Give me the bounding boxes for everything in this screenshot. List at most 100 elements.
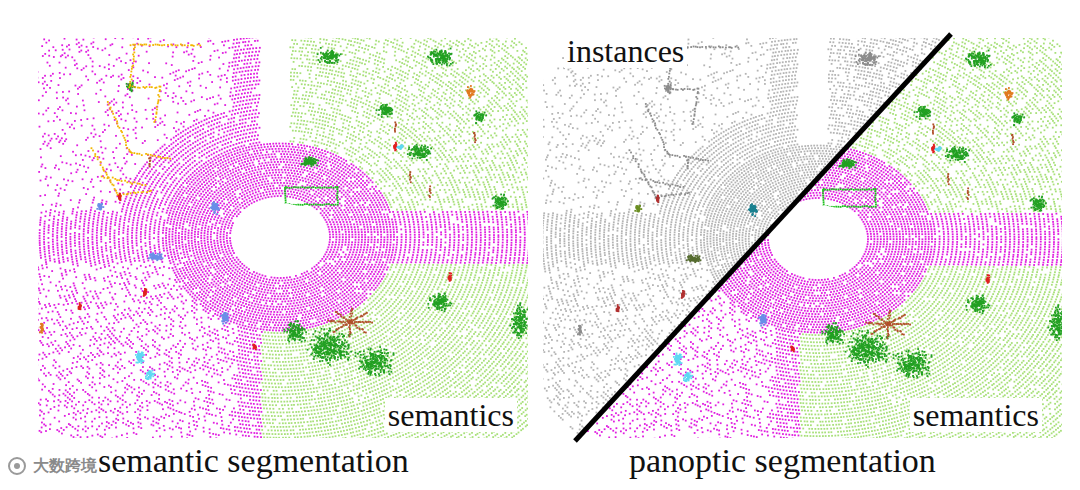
lidar-point	[333, 272, 335, 274]
lidar-point	[351, 234, 353, 236]
lidar-point	[300, 276, 302, 278]
lidar-point	[335, 207, 337, 209]
lidar-point	[334, 261, 336, 263]
lidar-point	[207, 268, 209, 270]
lidar-point	[234, 296, 236, 298]
lidar-point	[325, 258, 327, 260]
lidar-point	[252, 308, 254, 310]
lidar-point	[232, 178, 234, 180]
lidar-point	[295, 176, 297, 178]
lidar-point	[268, 196, 270, 198]
lidar-point	[222, 251, 224, 253]
lidar-point	[335, 177, 337, 179]
lidar-point	[363, 266, 365, 268]
lidar-point	[213, 218, 215, 220]
lidar-point	[311, 290, 313, 292]
lidar-point	[290, 191, 292, 193]
lidar-point	[242, 205, 244, 207]
lidar-point	[356, 259, 358, 261]
lidar-point	[317, 283, 319, 285]
lidar-point	[244, 297, 246, 299]
lidar-point	[229, 183, 231, 185]
lidar-point	[329, 293, 331, 295]
lidar-point	[224, 218, 226, 220]
lidar-point	[221, 262, 223, 264]
lidar-point	[310, 284, 312, 286]
lidar-point	[208, 257, 210, 259]
lidar-point	[370, 226, 372, 228]
lidar-point	[278, 169, 280, 171]
lidar-point	[344, 285, 346, 287]
lidar-point	[299, 193, 301, 195]
lidar-point	[336, 263, 338, 265]
lidar-point	[350, 189, 352, 191]
lidar-point	[348, 281, 350, 283]
lidar-point	[240, 307, 242, 309]
lidar-point	[215, 222, 217, 224]
lidar-point	[266, 194, 268, 196]
lidar-point	[306, 305, 308, 307]
lidar-point	[199, 195, 201, 197]
lidar-point	[308, 173, 310, 175]
lidar-point	[299, 171, 301, 173]
semantic-panel	[0, 31, 531, 448]
lidar-point	[209, 213, 211, 215]
lidar-point	[313, 189, 315, 191]
lidar-point	[227, 298, 229, 300]
lidar-point	[353, 202, 355, 204]
lidar-point	[207, 241, 209, 243]
lidar-point	[346, 279, 348, 281]
lidar-point	[226, 294, 228, 296]
lidar-point	[331, 246, 333, 248]
lidar-point	[224, 206, 226, 208]
lidar-point	[298, 181, 300, 183]
lidar-point	[197, 231, 199, 233]
lidar-point	[228, 256, 230, 258]
lidar-point	[263, 194, 265, 196]
lidar-point	[197, 203, 199, 205]
lidar-point	[332, 214, 334, 216]
lidar-point	[232, 294, 234, 296]
lidar-point	[190, 263, 192, 265]
lidar-point	[340, 293, 342, 295]
lidar-point	[357, 256, 359, 258]
lidar-point	[320, 300, 322, 302]
lidar-point	[329, 275, 331, 277]
lidar-point	[237, 271, 239, 273]
lidar-point	[212, 264, 214, 266]
lidar-point	[328, 219, 330, 221]
lidar-point	[252, 199, 254, 201]
lidar-point	[263, 173, 265, 175]
lidar-point	[225, 216, 227, 218]
lidar-point	[373, 249, 375, 251]
lidar-point	[257, 306, 259, 308]
lidar-point	[350, 279, 352, 281]
lidar-point	[287, 295, 289, 297]
lidar-point	[265, 281, 267, 283]
lidar-point	[297, 307, 299, 309]
lidar-point	[236, 257, 238, 259]
lidar-point	[208, 274, 210, 276]
lidar-point	[212, 279, 214, 281]
lidar-point	[301, 199, 303, 201]
lidar-point	[254, 167, 256, 169]
lidar-point	[239, 186, 241, 188]
lidar-point	[246, 163, 248, 165]
lidar-point	[262, 192, 264, 194]
lidar-point	[230, 173, 232, 175]
lidar-point	[195, 273, 197, 275]
lidar-point	[303, 306, 305, 308]
lidar-point	[184, 233, 186, 235]
lidar-point	[225, 196, 227, 198]
lidar-point	[225, 249, 227, 251]
lidar-point	[246, 172, 248, 174]
lidar-point	[278, 164, 280, 166]
lidar-point	[336, 214, 338, 216]
lidar-point	[199, 223, 201, 225]
lidar-point	[288, 306, 290, 308]
lidar-point	[317, 189, 319, 191]
lidar-point	[339, 214, 341, 216]
lidar-point	[339, 282, 341, 284]
lidar-point	[222, 181, 224, 183]
lidar-point	[254, 305, 256, 307]
